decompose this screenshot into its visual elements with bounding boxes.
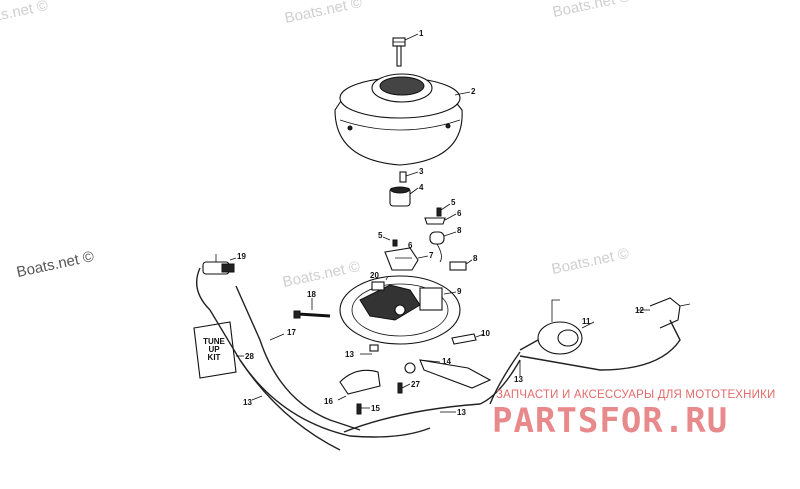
callout-16: 16 (324, 397, 333, 406)
callout-10: 10 (481, 329, 490, 338)
callout-12: 12 (635, 306, 644, 315)
callout-3: 3 (419, 167, 424, 176)
callout-20: 20 (370, 271, 379, 280)
part-coil (537, 299, 583, 355)
callout-13c: 13 (243, 398, 252, 407)
kit-label-1: TUNE (203, 337, 225, 346)
callout-5b: 5 (378, 231, 383, 240)
part-screw (392, 37, 406, 67)
callout-18: 18 (307, 290, 316, 299)
part-breaker-points (384, 239, 419, 271)
part-cover (339, 369, 381, 395)
callout-6b: 6 (408, 241, 413, 250)
callout-5: 5 (451, 198, 456, 207)
kit-label-2: UP (208, 345, 220, 354)
callout-8: 8 (457, 226, 462, 235)
leader-lines (229, 33, 650, 413)
part-plug-lead (649, 297, 691, 329)
part-screw-18 (293, 310, 331, 319)
callout-14: 14 (442, 357, 451, 366)
callout-27: 27 (411, 380, 420, 389)
callout-13a: 13 (345, 350, 354, 359)
part-clamp-upper (424, 207, 446, 225)
callout-7: 7 (429, 251, 434, 260)
callout-1: 1 (419, 29, 424, 38)
callout-17: 17 (287, 328, 296, 337)
callout-2: 2 (471, 87, 476, 96)
part-tuneup-kit: TUNE UP KIT (193, 321, 237, 379)
callout-6: 6 (457, 209, 462, 218)
part-flywheel (334, 73, 463, 166)
callout-8b: 8 (473, 254, 478, 263)
callout-28: 28 (245, 352, 254, 361)
callout-4: 4 (419, 183, 424, 192)
part-sensor (202, 254, 235, 275)
callout-11: 11 (582, 317, 591, 326)
part-10 (451, 333, 477, 345)
part-key-and-sleeve (389, 171, 411, 207)
part-small-screws (356, 344, 416, 415)
part-14 (419, 359, 492, 389)
shop-caption: ЗАПЧАСТИ И АКСЕССУАРЫ ДЛЯ МОТОТЕХНИКИ (496, 389, 776, 401)
part-stator-plate (339, 275, 461, 345)
callout-labels: 1 2 3 4 5 6 5 8 6 7 8 20 9 18 19 17 28 1… (237, 29, 644, 417)
wiring (196, 267, 681, 451)
callout-15: 15 (371, 404, 380, 413)
shop-logo: PARTSFOR.RU (492, 401, 729, 441)
kit-label-3: KIT (208, 353, 221, 362)
callout-13b: 13 (514, 375, 523, 384)
part-condenser (429, 231, 467, 271)
callout-13d: 13 (457, 408, 466, 417)
callout-9: 9 (457, 287, 462, 296)
callout-19: 19 (237, 252, 246, 261)
